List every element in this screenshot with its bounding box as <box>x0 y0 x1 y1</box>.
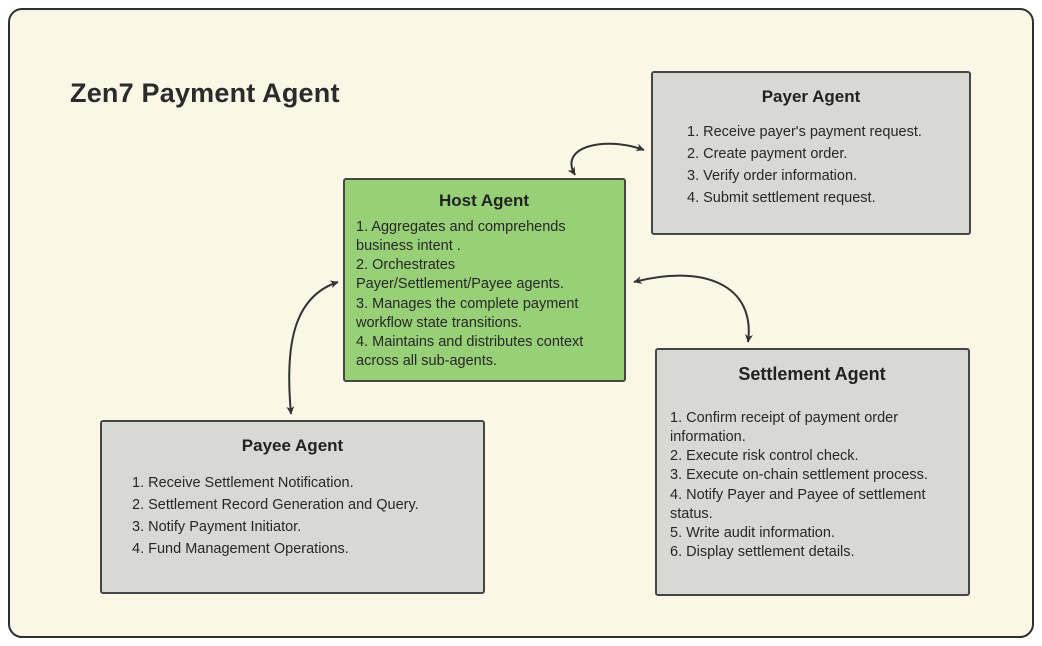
list-item: 4. Submit settlement request. <box>687 190 876 207</box>
list-item: 5. Write audit information. <box>670 524 835 541</box>
list-item: 3. Notify Payment Initiator. <box>132 519 302 536</box>
settlement-agent-items: 1. Confirm receipt of payment order info… <box>670 409 954 562</box>
list-item: 3. Verify order information. <box>687 168 858 185</box>
page-title: Zen7 Payment Agent <box>70 78 340 108</box>
host-agent-box: Host Agent 1. Aggregates and comprehends… <box>343 178 626 382</box>
payee-agent-box: Payee Agent 1. Receive Settlement Notifi… <box>100 420 485 594</box>
settlement-agent-title: Settlement Agent <box>738 364 886 384</box>
payee-agent-items: 1. Receive Settlement Notification. 2. S… <box>132 474 469 560</box>
list-item: 2. Create payment order. <box>687 146 848 163</box>
settlement-agent-box: Settlement Agent 1. Confirm receipt of p… <box>655 348 970 596</box>
list-item: 6. Display settlement details. <box>670 543 855 560</box>
list-item: 1. Receive payer's payment request. <box>687 124 922 140</box>
host-agent-items: 1. Aggregates and comprehends business i… <box>356 218 612 371</box>
list-item: 1. Aggregates and comprehends business i… <box>356 219 566 255</box>
host-agent-title: Host Agent <box>438 191 530 210</box>
payer-agent-title: Payer Agent <box>761 87 861 106</box>
list-item: 2. Orchestrates Payer/Settlement/Payee a… <box>356 257 564 293</box>
payer-agent-box: Payer Agent 1. Receive payer's payment r… <box>651 71 971 235</box>
list-item: 2. Execute risk control check. <box>670 448 859 465</box>
list-item: 3. Manages the complete payment workflow… <box>356 295 579 331</box>
list-item: 4. Notify Payer and Payee of settlement … <box>670 486 926 522</box>
payer-agent-items: 1. Receive payer's payment request. 2. C… <box>687 123 955 209</box>
payee-agent-title: Payee Agent <box>241 436 344 455</box>
list-item: 4. Maintains and distributes context acr… <box>356 333 584 369</box>
list-item: 1. Receive Settlement Notification. <box>132 475 354 491</box>
list-item: 3. Execute on-chain settlement process. <box>670 467 928 484</box>
list-item: 2. Settlement Record Generation and Quer… <box>132 497 419 514</box>
list-item: 4. Fund Management Operations. <box>132 541 349 558</box>
list-item: 1. Confirm receipt of payment order info… <box>670 410 899 446</box>
